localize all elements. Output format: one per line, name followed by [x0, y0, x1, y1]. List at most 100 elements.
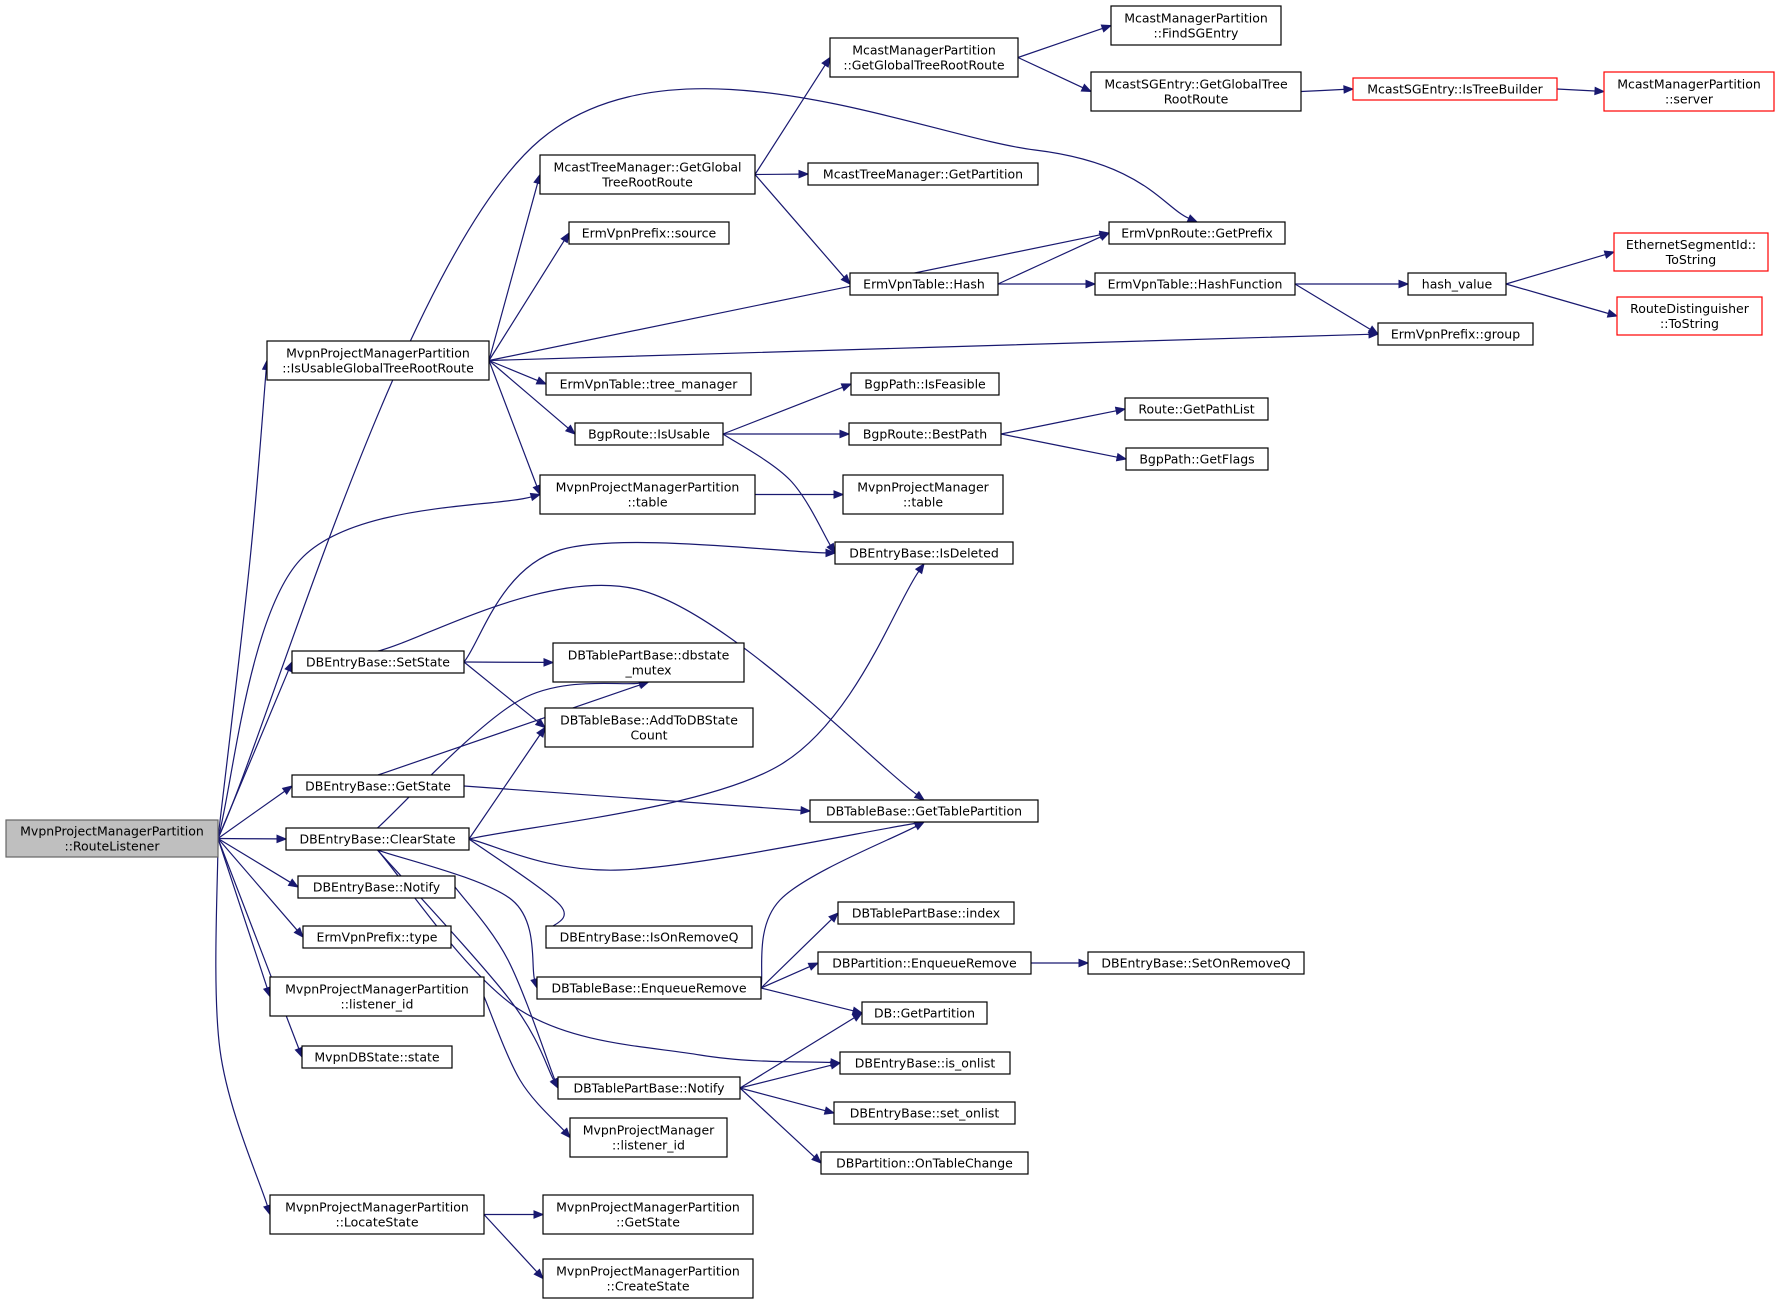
node-n37[interactable]: DBPartition::EnqueueRemove: [817, 951, 1032, 975]
node-box[interactable]: [829, 37, 1019, 78]
node-n30[interactable]: DBTableBase::GetTablePartition: [809, 799, 1039, 823]
node-n36[interactable]: DBTableBase::EnqueueRemove: [536, 976, 762, 1000]
node-box[interactable]: [850, 372, 1000, 396]
node-n9[interactable]: ErmVpnRoute::GetPrefix: [1108, 221, 1286, 245]
node-box[interactable]: [1603, 71, 1775, 112]
node-box[interactable]: [545, 372, 752, 396]
node-n43[interactable]: DBTablePartBase::Notify: [557, 1076, 741, 1100]
node-box[interactable]: [297, 875, 456, 899]
node-box[interactable]: [269, 976, 485, 1017]
node-n19[interactable]: BgpPath::IsFeasible: [850, 372, 1000, 396]
node-box[interactable]: [1125, 447, 1269, 471]
node-n5[interactable]: McastManagerPartition::server: [1603, 71, 1775, 112]
node-n14[interactable]: RouteDistinguisher::ToString: [1616, 296, 1763, 336]
node-n3[interactable]: McastSGEntry::GetGlobalTreeRootRoute: [1090, 71, 1302, 112]
node-box[interactable]: [1090, 71, 1302, 112]
node-box[interactable]: [1094, 272, 1296, 296]
node-n17[interactable]: ErmVpnTable::tree_manager: [545, 372, 752, 396]
node-box[interactable]: [1377, 322, 1534, 346]
node-n11[interactable]: ErmVpnTable::HashFunction: [1094, 272, 1296, 296]
node-n38[interactable]: DBEntryBase::SetOnRemoveQ: [1087, 951, 1305, 975]
node-box[interactable]: [568, 221, 730, 245]
node-box[interactable]: [1616, 296, 1763, 336]
node-n1[interactable]: McastManagerPartition::GetGlobalTreeRoot…: [829, 37, 1019, 78]
node-n10[interactable]: ErmVpnTable::Hash: [849, 272, 999, 296]
node-n15[interactable]: ErmVpnPrefix::group: [1377, 322, 1534, 346]
node-n7[interactable]: McastTreeManager::GetPartition: [807, 162, 1039, 186]
node-box[interactable]: [569, 1117, 728, 1158]
node-n27[interactable]: DBTablePartBase::dbstate_mutex: [552, 642, 745, 683]
node-box[interactable]: [848, 422, 1002, 446]
node-box[interactable]: [539, 154, 756, 195]
node-box[interactable]: [539, 474, 756, 515]
node-box[interactable]: [269, 1194, 485, 1235]
node-n25[interactable]: DBEntryBase::IsDeleted: [834, 541, 1014, 565]
node-box[interactable]: [820, 1151, 1029, 1175]
node-n12[interactable]: hash_value: [1407, 272, 1507, 296]
node-n2[interactable]: McastManagerPartition::FindSGEntry: [1110, 5, 1282, 46]
node-box[interactable]: [302, 925, 452, 949]
node-box[interactable]: [861, 1001, 988, 1025]
node-box[interactable]: [842, 474, 1004, 515]
node-n4[interactable]: McastSGEntry::IsTreeBuilder: [1352, 77, 1558, 101]
node-box[interactable]: [542, 1194, 754, 1235]
node-n45[interactable]: MvpnProjectManager::listener_id: [569, 1117, 728, 1158]
node-box[interactable]: [837, 901, 1015, 925]
node-box[interactable]: [1613, 232, 1769, 272]
node-box[interactable]: [285, 827, 470, 851]
node-n47[interactable]: MvpnProjectManagerPartition::LocateState: [269, 1194, 485, 1235]
node-n49[interactable]: MvpnProjectManagerPartition::CreateState: [542, 1258, 754, 1299]
node-n13[interactable]: EthernetSegmentId::ToString: [1613, 232, 1769, 272]
node-n24[interactable]: MvpnProjectManager::table: [842, 474, 1004, 515]
node-box[interactable]: [552, 642, 745, 683]
node-box[interactable]: [301, 1045, 453, 1069]
node-box[interactable]: [5, 819, 219, 858]
node-n18[interactable]: BgpRoute::IsUsable: [574, 422, 724, 446]
node-box[interactable]: [545, 925, 753, 949]
node-n23[interactable]: MvpnProjectManagerPartition::table: [539, 474, 756, 515]
node-box[interactable]: [266, 340, 490, 381]
node-box[interactable]: [807, 162, 1039, 186]
node-box[interactable]: [1407, 272, 1507, 296]
node-box[interactable]: [817, 951, 1032, 975]
node-box[interactable]: [542, 1258, 754, 1299]
node-box[interactable]: [544, 707, 754, 748]
node-n39[interactable]: MvpnProjectManagerPartition::listener_id: [269, 976, 485, 1017]
node-box[interactable]: [839, 1051, 1011, 1075]
node-box[interactable]: [1087, 951, 1305, 975]
node-n21[interactable]: Route::GetPathList: [1124, 397, 1269, 421]
node-n16[interactable]: MvpnProjectManagerPartition::IsUsableGlo…: [266, 340, 490, 381]
node-box[interactable]: [291, 774, 465, 798]
node-n41[interactable]: MvpnDBState::state: [301, 1045, 453, 1069]
node-box[interactable]: [536, 976, 762, 1000]
node-n33[interactable]: ErmVpnPrefix::type: [302, 925, 452, 949]
node-n31[interactable]: DBEntryBase::ClearState: [285, 827, 470, 851]
node-n42[interactable]: DBEntryBase::is_onlist: [839, 1051, 1011, 1075]
node-box[interactable]: [574, 422, 724, 446]
node-box[interactable]: [809, 799, 1039, 823]
node-n40[interactable]: DB::GetPartition: [861, 1001, 988, 1025]
node-box[interactable]: [291, 650, 465, 674]
node-n48[interactable]: MvpnProjectManagerPartition::GetState: [542, 1194, 754, 1235]
node-n6[interactable]: McastTreeManager::GetGlobalTreeRootRoute: [539, 154, 756, 195]
node-n32[interactable]: DBEntryBase::Notify: [297, 875, 456, 899]
node-box[interactable]: [849, 272, 999, 296]
node-n20[interactable]: BgpRoute::BestPath: [848, 422, 1002, 446]
node-box[interactable]: [833, 1101, 1016, 1125]
node-box[interactable]: [1352, 77, 1558, 101]
node-box[interactable]: [834, 541, 1014, 565]
node-n44[interactable]: DBEntryBase::set_onlist: [833, 1101, 1016, 1125]
node-box[interactable]: [557, 1076, 741, 1100]
node-n26[interactable]: DBEntryBase::SetState: [291, 650, 465, 674]
node-n0[interactable]: MvpnProjectManagerPartition::RouteListen…: [5, 819, 219, 858]
node-n29[interactable]: DBEntryBase::GetState: [291, 774, 465, 798]
node-n46[interactable]: DBPartition::OnTableChange: [820, 1151, 1029, 1175]
node-n34[interactable]: DBEntryBase::IsOnRemoveQ: [545, 925, 753, 949]
node-n35[interactable]: DBTablePartBase::index: [837, 901, 1015, 925]
node-box[interactable]: [1110, 5, 1282, 46]
node-n22[interactable]: BgpPath::GetFlags: [1125, 447, 1269, 471]
node-n8[interactable]: ErmVpnPrefix::source: [568, 221, 730, 245]
node-box[interactable]: [1108, 221, 1286, 245]
node-box[interactable]: [1124, 397, 1269, 421]
